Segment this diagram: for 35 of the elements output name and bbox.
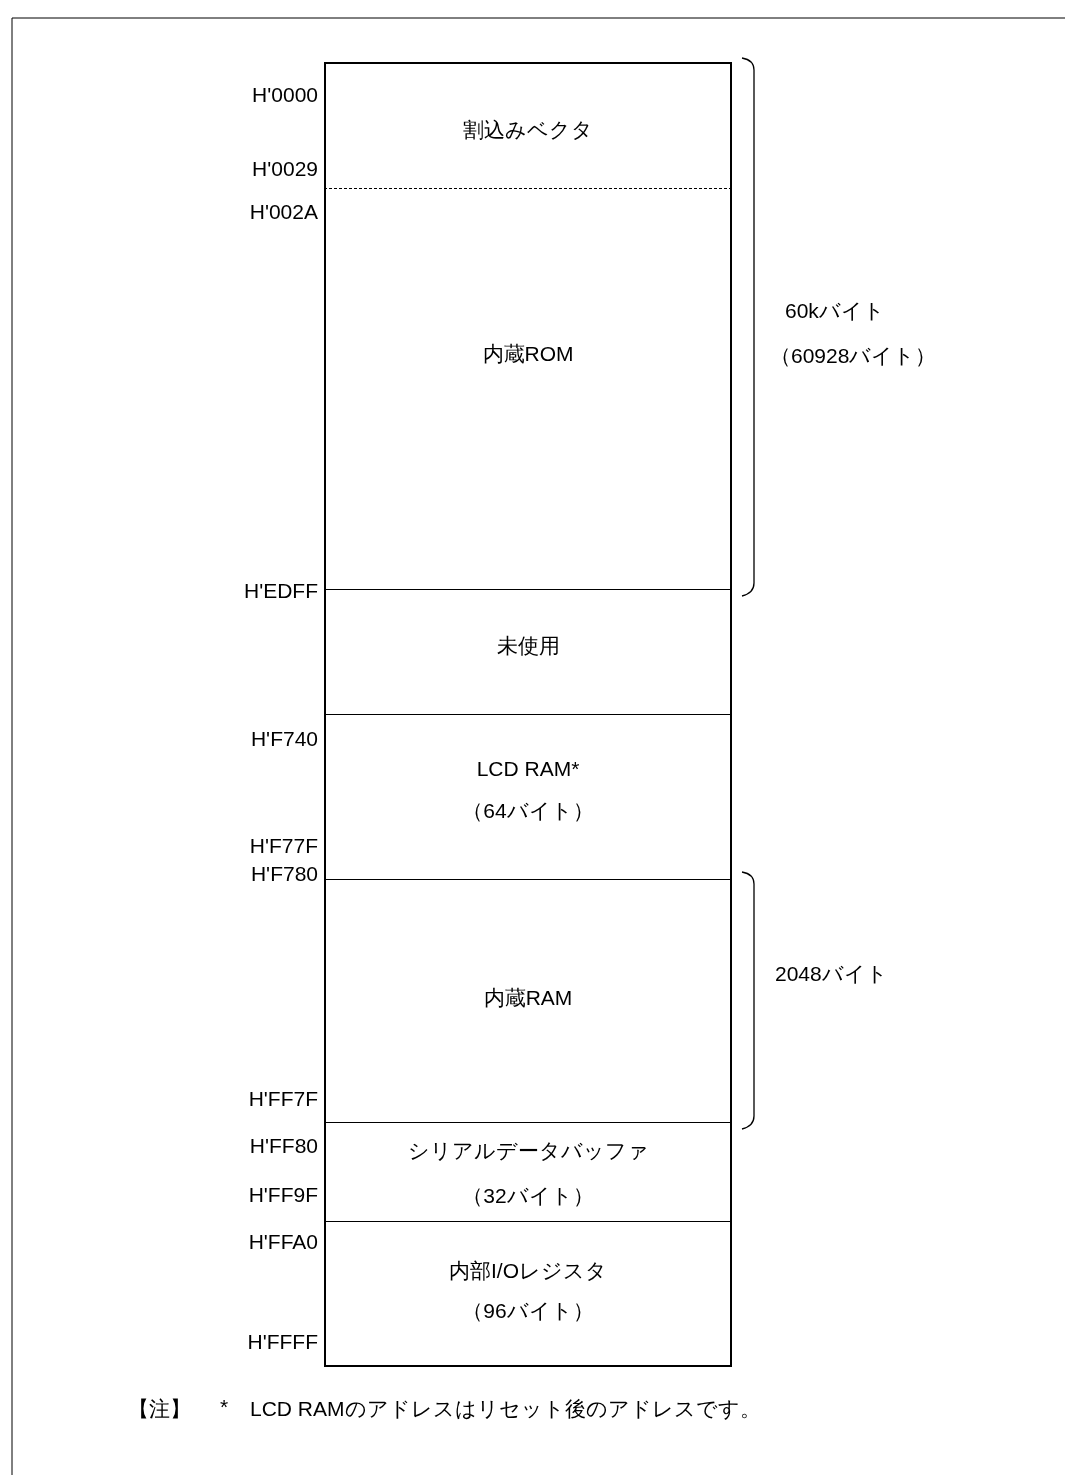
address-label: H'FF9F [248, 1183, 318, 1207]
region-label: 内蔵RAM [482, 985, 574, 1011]
memory-region [324, 589, 732, 715]
address-label: H'FF7F [248, 1087, 318, 1111]
address-label: H'0029 [252, 157, 318, 181]
note-text: LCD RAMのアドレスはリセット後のアドレスです。 [250, 1396, 761, 1422]
memory-region [324, 1221, 732, 1367]
memory-region [324, 714, 732, 880]
address-label: H'FFFF [247, 1330, 318, 1354]
address-label: H'FFA0 [248, 1230, 318, 1254]
address-label: H'F77F [249, 834, 318, 858]
region-label: （64バイト） [461, 798, 595, 824]
memory-region [324, 879, 732, 1123]
region-label: （32バイト） [461, 1183, 595, 1209]
region-label: 未使用 [495, 633, 561, 659]
memory-region [324, 1122, 732, 1222]
address-label: H'EDFF [244, 579, 318, 603]
address-label: H'0000 [252, 83, 318, 107]
size-label: （60928バイト） [770, 343, 937, 369]
region-label: LCD RAM* [475, 757, 581, 781]
address-label: H'FF80 [249, 1134, 318, 1158]
size-label: 2048バイト [775, 961, 888, 987]
region-label: 内蔵ROM [481, 341, 575, 367]
region-label: 割込みベクタ [462, 117, 594, 143]
region-label: 内部I/Oレジスタ [448, 1258, 608, 1284]
size-label: 60kバイト [785, 298, 885, 324]
address-label: H'F780 [250, 862, 318, 886]
memory-region [324, 62, 732, 189]
note-mark: * [220, 1395, 229, 1419]
memory-region [324, 188, 732, 590]
region-label: （96バイト） [461, 1298, 595, 1324]
note-heading: 【注】 [128, 1396, 191, 1422]
address-label: H'F740 [250, 727, 318, 751]
address-label: H'002A [249, 200, 318, 224]
region-label: シリアルデータバッファ [406, 1138, 650, 1164]
